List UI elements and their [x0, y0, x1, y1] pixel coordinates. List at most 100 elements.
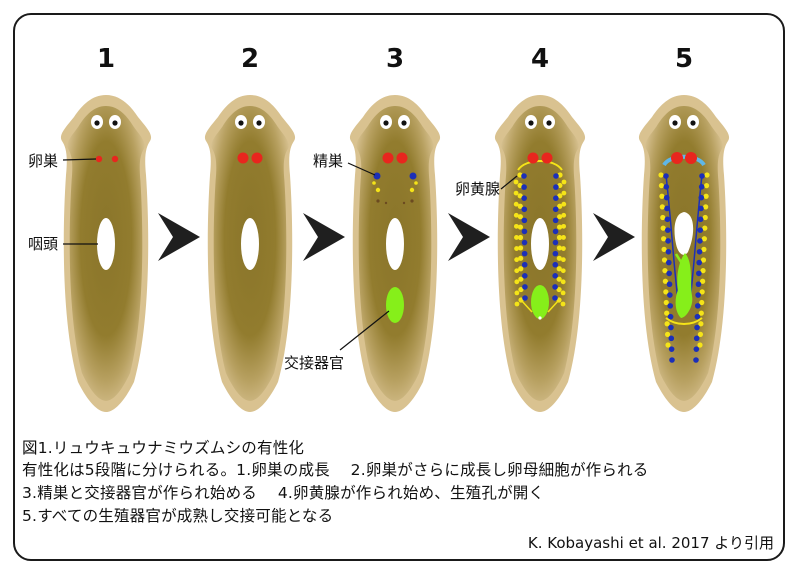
vitellaria-dot [556, 234, 563, 241]
vitellaria-arc-lower [665, 317, 703, 325]
vitellaria-dot [663, 299, 669, 306]
testis-dot [668, 335, 675, 342]
vitellaria-dot [556, 266, 562, 272]
vitellaria-duct [520, 299, 533, 313]
vitellaria-dot [561, 223, 567, 229]
vitellaria-dot [513, 212, 519, 218]
vitellaria-dot [698, 310, 704, 316]
testis-dot [553, 173, 559, 179]
vitellaria-dot [703, 193, 709, 199]
testis-dot [696, 248, 703, 255]
stage-number-1: 1 [97, 44, 115, 74]
testis-dot [667, 303, 674, 309]
testis-dot [522, 284, 528, 290]
testis-dot [664, 227, 671, 233]
sperm-duct-left [665, 174, 679, 301]
vitellaria-dot [701, 236, 707, 242]
gonad-dot-stage-3 [375, 187, 381, 193]
label-ovary-leader [62, 158, 97, 161]
vitellaria-dot [662, 278, 668, 284]
vitellaria-dot [659, 193, 665, 199]
vitellaria-dot [514, 290, 520, 296]
testis-dot [693, 357, 699, 363]
vitellaria-dot [702, 214, 708, 221]
testis-dot [664, 216, 671, 223]
ovary-right-stage-5 [685, 152, 697, 164]
vitellaria-dot [557, 203, 563, 209]
vitellaria-dot [517, 245, 524, 251]
vitellaria-dot [701, 246, 707, 252]
testis-dot [669, 357, 675, 363]
testis-dot [553, 184, 559, 190]
vitellaria-dot [513, 201, 519, 207]
label-pharynx: 咽頭 [28, 235, 58, 253]
testis-dot [668, 346, 675, 352]
stage-arrow-4 [593, 213, 635, 261]
vitellaria-dot [700, 268, 706, 274]
testis-dot [666, 270, 672, 277]
pharynx [241, 218, 259, 270]
vitellaria-dot [664, 321, 670, 327]
vitellaria-dot [698, 321, 704, 327]
citation-credit: K. Kobayashi et al. 2017 より引用 [527, 534, 774, 552]
right-eye-pupil [690, 120, 696, 126]
right-eye-pupil [546, 120, 552, 126]
vitellaria-dot [557, 193, 563, 199]
vitellaria-dot [699, 289, 705, 295]
testis-dot [697, 216, 704, 223]
vitellaria-duct [547, 299, 560, 313]
planarian-body-stage-4 [494, 95, 586, 412]
vitellaria-dot [518, 286, 524, 293]
vitellaria-dot [518, 255, 524, 261]
testis-dot [666, 259, 672, 266]
gonad-dot-stage-3 [384, 201, 388, 205]
caption-title: 図1.リュウキュウナミウズムシの有性化 [22, 439, 305, 457]
testis-dot [695, 281, 702, 288]
vitellaria-dot [664, 310, 670, 316]
vitellaria-dot [702, 225, 708, 231]
stage-number-2: 2 [241, 44, 259, 74]
vitellaria-dot [518, 266, 524, 272]
label-ovary: 卵巣 [28, 152, 58, 170]
vitellaria-dot [700, 278, 706, 284]
label-vitellaria-leader [500, 175, 518, 190]
vitellaria-dot [517, 224, 524, 230]
testis-dot [552, 217, 559, 224]
testis-dot [697, 238, 703, 244]
right-eye-pupil [256, 120, 262, 126]
ovary-right-stage-1 [111, 155, 119, 163]
vitellaria-dot [561, 201, 567, 207]
ovary-left-stage-3 [382, 152, 394, 164]
gonad-dot-stage-3 [409, 187, 415, 193]
testis-dot [698, 205, 704, 212]
testis-dot [665, 238, 671, 244]
vitellaria-dot [659, 204, 665, 210]
testis-dot [521, 217, 528, 224]
caption-line-2: 3.精巣と交接器官が作られ始める 4.卵黄腺が作られ始め、生殖孔が開く [22, 484, 545, 502]
vitellaria-dot [658, 183, 665, 189]
vitellaria-dot [561, 212, 567, 218]
testis-dot [552, 284, 558, 290]
stage-number-5: 5 [675, 44, 693, 74]
vitellaria-dot [704, 172, 710, 178]
testis-dot [521, 206, 528, 213]
testis-dot [693, 335, 700, 342]
vitellaria-dot [517, 214, 523, 220]
gonad-dot-stage-3 [402, 201, 406, 205]
caption-line-3: 5.すべての生殖器官が成熟し交接可能となる [22, 507, 334, 525]
vitellaria-dot [700, 257, 707, 263]
pharynx [531, 218, 549, 270]
testis-dot [521, 173, 527, 179]
copulatory-organ-stage-4 [531, 285, 549, 319]
vitellaria-dot [517, 234, 524, 241]
label-testis: 精巣 [313, 152, 343, 170]
vitellaria-dot [661, 246, 667, 252]
testis-dot [694, 313, 701, 320]
pharynx [386, 218, 404, 270]
testis-dot [522, 295, 528, 301]
planarian-body-stage-3 [349, 95, 441, 412]
testis-dot [694, 303, 701, 309]
stage-arrow-1 [158, 213, 200, 261]
copulatory-organ-stage-5 [675, 253, 693, 318]
vitellaria-dot [560, 257, 566, 263]
